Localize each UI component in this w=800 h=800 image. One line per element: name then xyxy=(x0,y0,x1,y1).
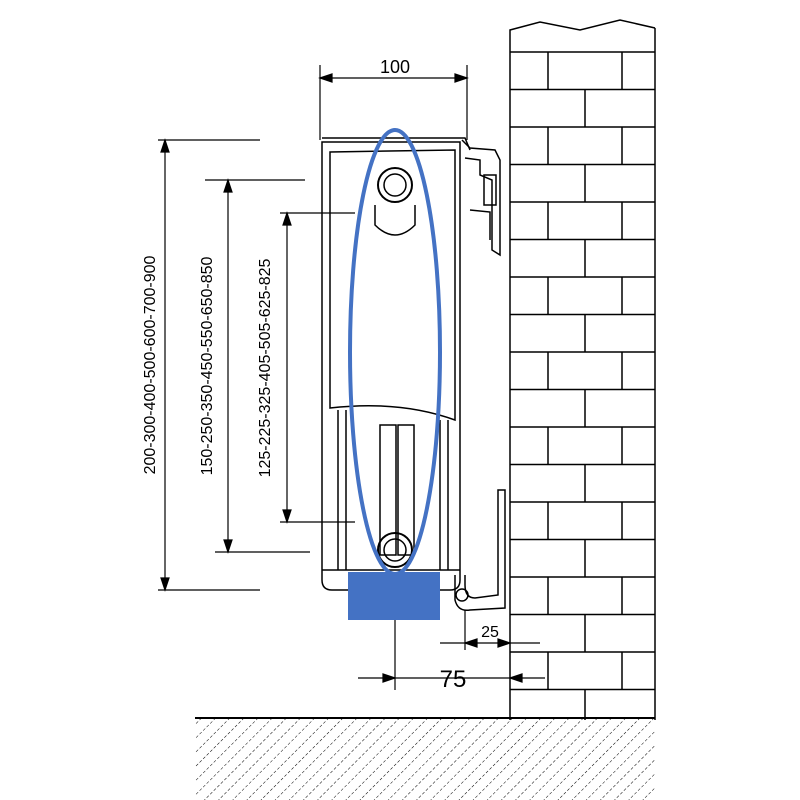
height-mid-label: 150-250-350-450-550-650-850 xyxy=(199,256,216,475)
wall-gap-label: 25 xyxy=(481,624,499,641)
radiator xyxy=(321,137,506,612)
width-label: 100 xyxy=(380,57,410,77)
valve-block xyxy=(348,572,440,620)
bottom-offset-label: 75 xyxy=(440,666,467,693)
floor xyxy=(195,717,655,800)
brick-wall xyxy=(509,19,656,720)
dimension-lines xyxy=(158,65,545,690)
brick-rows xyxy=(510,51,655,720)
height-total-label: 200-300-400-500-600-700-900 xyxy=(142,255,159,474)
height-connect-label: 125-225-325-405-505-625-825 xyxy=(257,258,274,477)
highlight-overlay xyxy=(348,128,442,620)
